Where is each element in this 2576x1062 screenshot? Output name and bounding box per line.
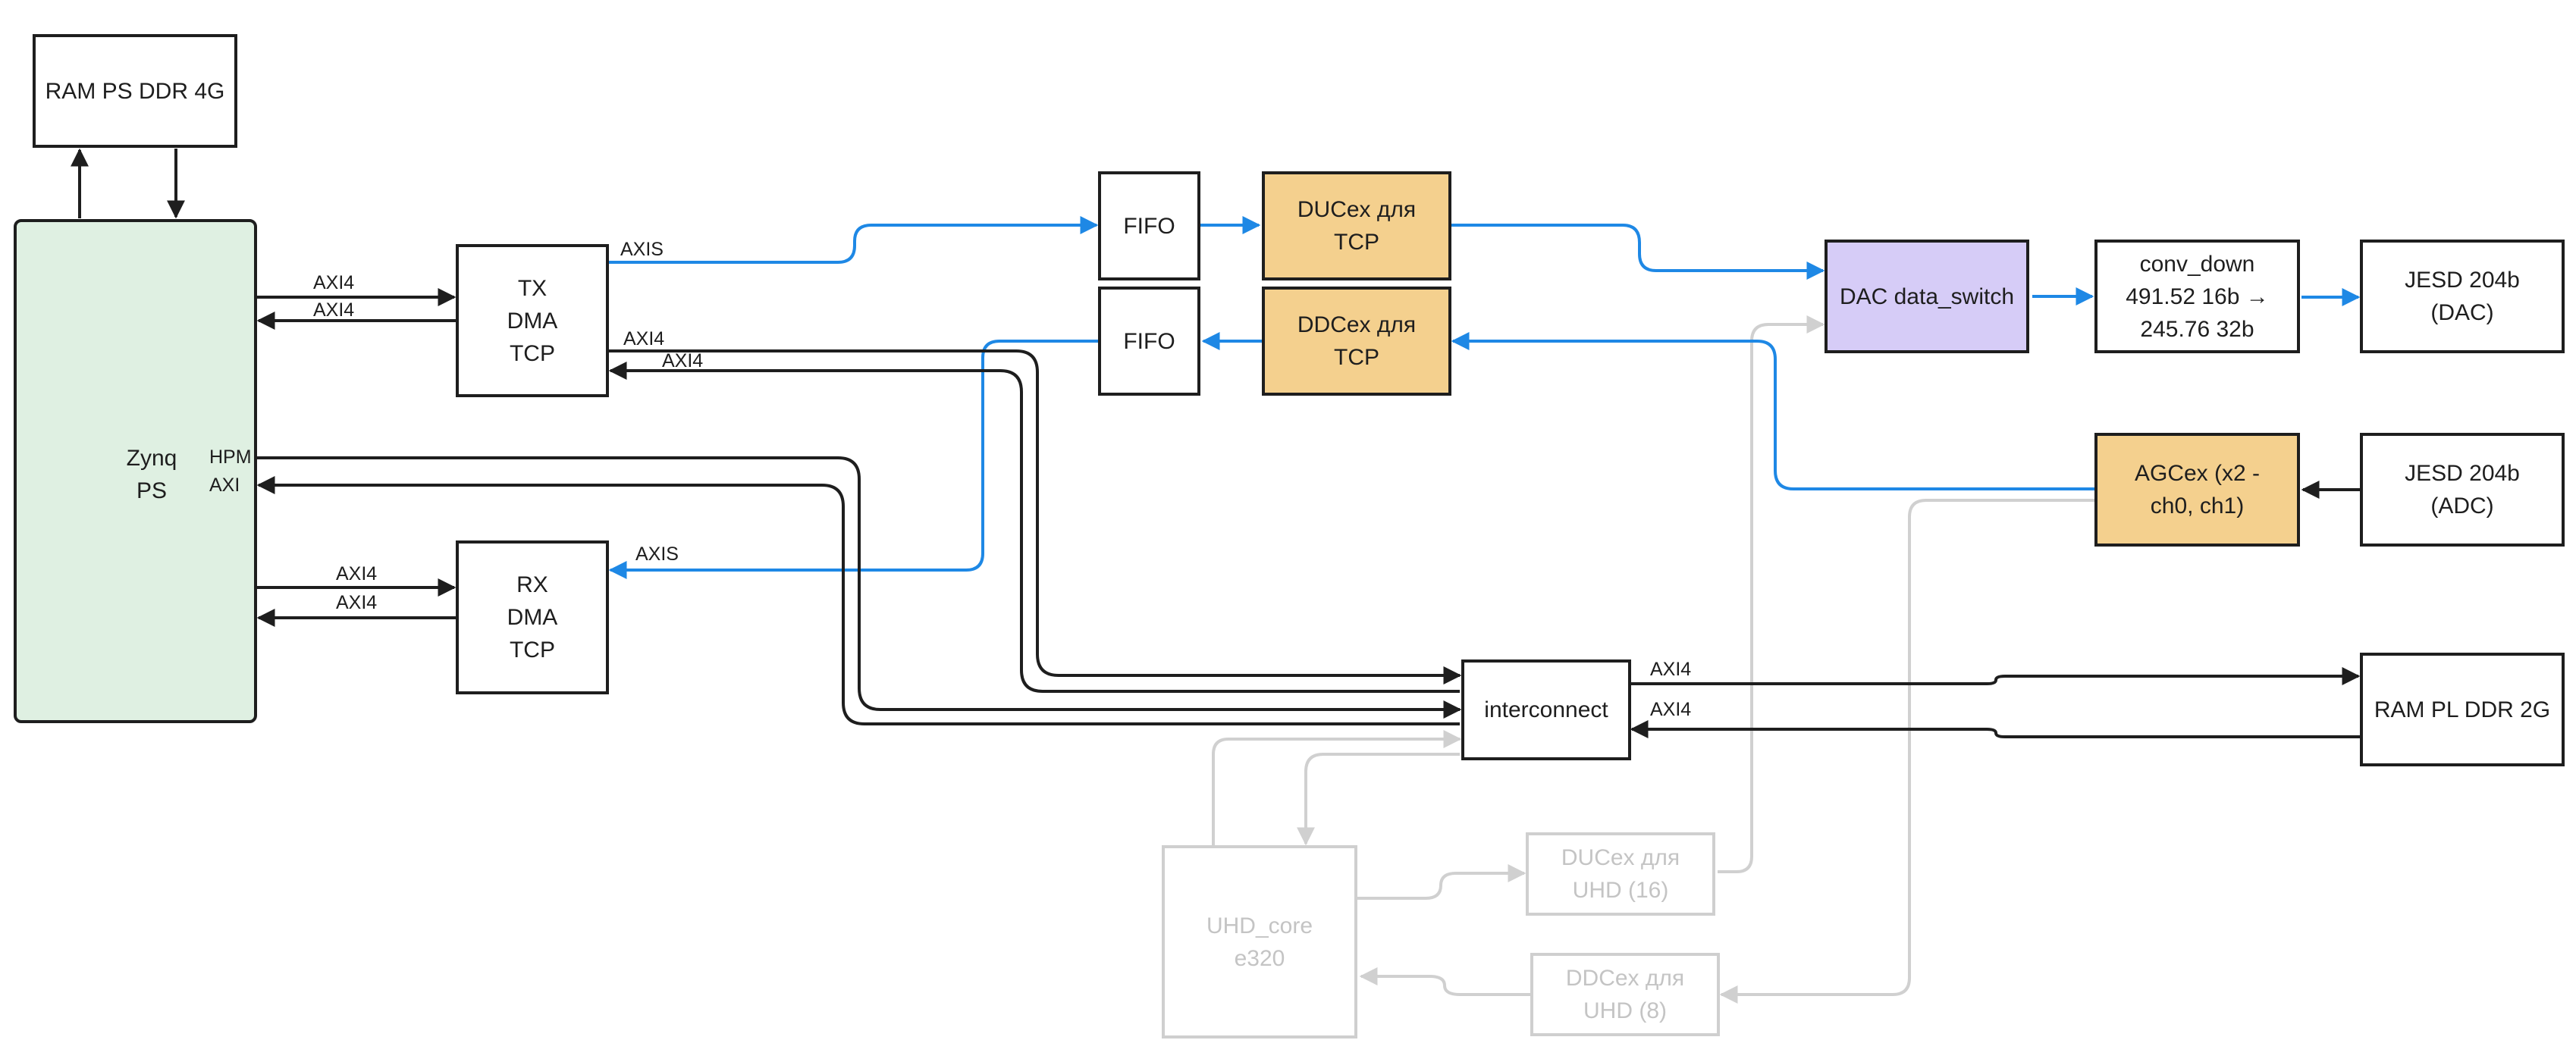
label-axi4-ram-pl-out: AXI4 — [1650, 659, 1692, 680]
label-axi4-zynq-rx-out: AXI4 — [336, 563, 378, 584]
label-axi4-tx-in: AXI4 — [662, 350, 704, 371]
conn-zynq-hpm-to-interconnect — [257, 456, 1462, 719]
label-hpm: HPM — [209, 446, 252, 468]
zynq-ps-title: Zynq PS — [126, 446, 177, 503]
conn-interconnect-to-tx-dma — [608, 362, 1460, 693]
conn-ram-pl-to-interconnect — [1630, 720, 2360, 738]
conn-uhd-core-to-interconnect — [1212, 730, 1462, 845]
label-axi4-zynq-rx-in: AXI4 — [336, 592, 378, 613]
conn-tx-dma-to-interconnect — [609, 349, 1462, 685]
conn-duc-tcp-to-dac-switch — [1451, 224, 1825, 280]
rx-dma-block: RX DMA TCP — [456, 540, 609, 694]
conn-interconnect-to-zynq-axi — [256, 476, 1460, 725]
ram-ps-block: RAM PS DDR 4G — [33, 34, 237, 148]
jesd-adc-block: JESD 204b (ADC) — [2360, 433, 2565, 547]
uhd-core-block: UHD_core e320 — [1162, 845, 1357, 1039]
fifo-rx-block: FIFO — [1098, 287, 1200, 396]
tx-dma-block: TX DMA TCP — [456, 244, 609, 397]
ram-pl-block: RAM PL DDR 2G — [2360, 653, 2565, 766]
ddc-tcp-block: DDCex для TCP — [1262, 287, 1451, 396]
conn-ddc-uhd-to-uhd-core — [1359, 967, 1532, 996]
label-axis-rx: AXIS — [635, 544, 679, 565]
label-axi4-zynq-tx-in: AXI4 — [313, 299, 355, 321]
conn-agc-to-ddc-tcp — [1451, 332, 2097, 490]
interconnect-block: interconnect — [1461, 659, 1631, 760]
dac-data-switch-block: DAC data_switch — [1825, 240, 2029, 353]
duc-uhd-block: DUCex для UHD (16) — [1526, 832, 1715, 916]
agc-block: AGCex (x2 - ch0, ch1) — [2094, 433, 2300, 547]
fifo-tx-block: FIFO — [1098, 171, 1200, 280]
conn-duc-uhd-to-dac-switch — [1718, 315, 1825, 873]
conn-uhd-core-to-duc-uhd — [1357, 864, 1526, 900]
ddc-uhd-block: DDCex для UHD (8) — [1530, 953, 1720, 1036]
conn-agc-to-ddc-uhd — [1719, 499, 2097, 1004]
conn-fifo-rx-to-rx-dma — [608, 340, 1100, 579]
zynq-ps-block: Zynq PS — [14, 219, 257, 723]
label-axi4-ram-pl-in: AXI4 — [1650, 699, 1692, 720]
label-axi: AXI — [209, 475, 240, 496]
conn-tx-dma-to-fifo-tx — [609, 216, 1099, 264]
conn-interconnect-to-uhd-core — [1297, 753, 1460, 846]
label-axis-tx: AXIS — [620, 239, 664, 260]
jesd-dac-block: JESD 204b (DAC) — [2360, 240, 2565, 353]
conn-interconnect-to-ram-pl — [1630, 667, 2361, 685]
conv-down-block: conv_down 491.52 16b → 245.76 32b — [2094, 240, 2300, 353]
duc-tcp-block: DUCex для TCP — [1262, 171, 1451, 280]
label-axi4-tx-out: AXI4 — [623, 328, 665, 349]
label-axi4-zynq-tx-out: AXI4 — [313, 272, 355, 293]
